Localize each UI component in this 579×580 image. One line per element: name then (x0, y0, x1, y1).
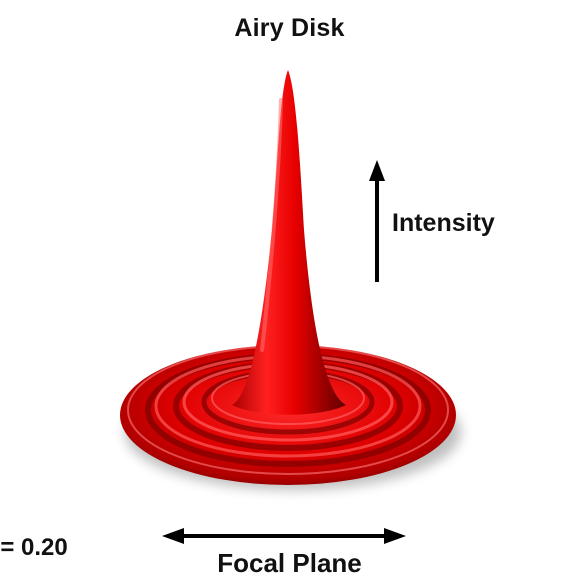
diagram-title: Airy Disk (234, 14, 345, 42)
intensity-label: Intensity (392, 209, 495, 237)
focal-plane-arrow (162, 528, 406, 544)
numerical-aperture-label: . = 0.20 (0, 534, 68, 561)
central-peak (232, 70, 346, 415)
focal-plane-label: Focal Plane (217, 548, 362, 578)
intensity-arrow (369, 160, 385, 282)
